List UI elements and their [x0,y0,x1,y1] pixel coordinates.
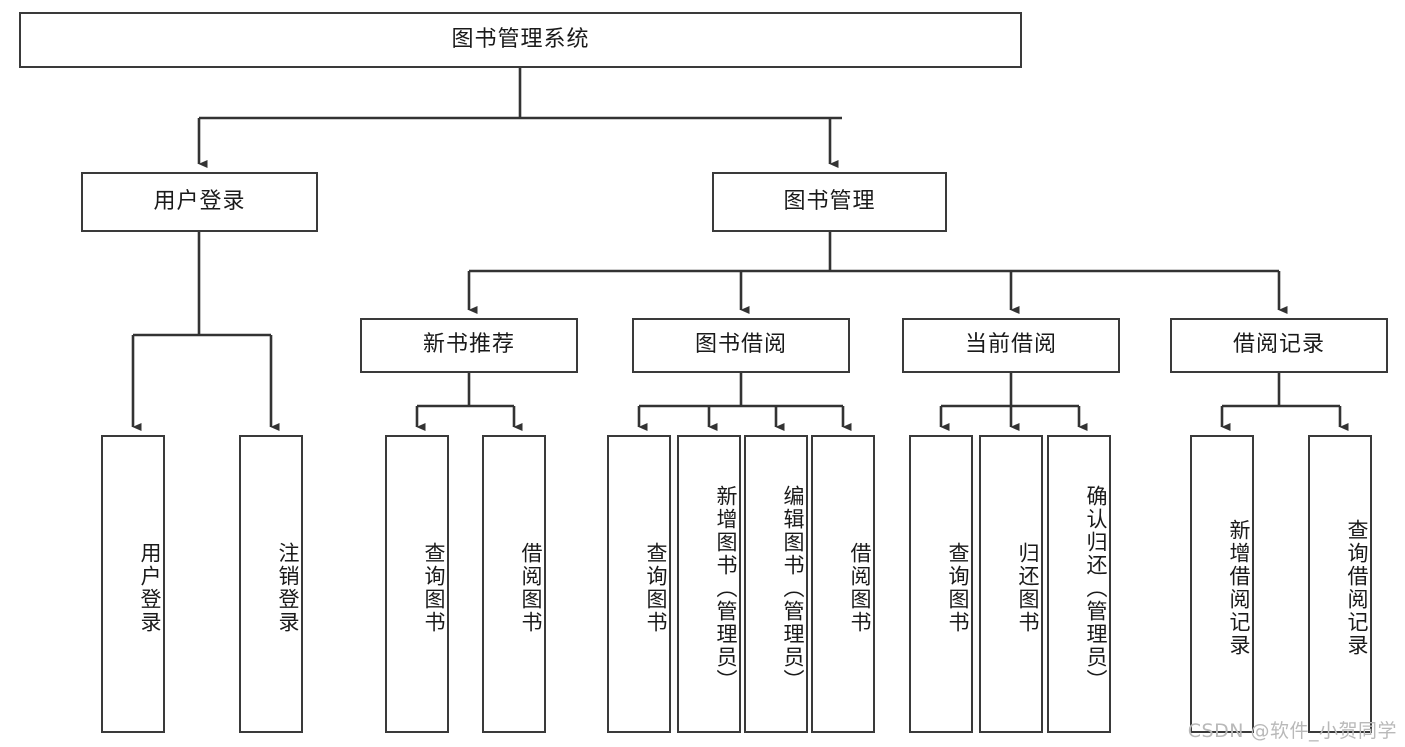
node-leaf-add-book-admin[interactable]: 新增图书（管理员） [677,435,741,733]
node-leaf-return-book[interactable]: 归还图书 [979,435,1043,733]
node-leaf-add-borrow-record[interactable]: 新增借阅记录 [1190,435,1254,733]
node-leaf-query-borrow-record[interactable]: 查询借阅记录 [1308,435,1372,733]
node-leaf-user-login[interactable]: 用户登录 [101,435,165,733]
node-leaf-query-book-current[interactable]: 查询图书 [909,435,973,733]
node-leaf-borrow-book[interactable]: 借阅图书 [811,435,875,733]
node-label: 借阅图书 [519,542,543,634]
node-book-management[interactable]: 图书管理 [712,172,947,232]
node-label: 查询图书 [422,542,446,634]
node-label: 借阅记录 [1232,332,1325,358]
node-leaf-edit-book-admin[interactable]: 编辑图书（管理员） [744,435,808,733]
node-label: 查询图书 [946,542,970,634]
node-label: 借阅图书 [848,542,872,634]
node-label: 注销登录 [276,542,300,634]
node-label: 当前借阅 [964,332,1057,358]
node-label: 新增借阅记录 [1227,519,1251,657]
node-root-system[interactable]: 图书管理系统 [19,12,1022,68]
node-leaf-borrow-book-recommend[interactable]: 借阅图书 [482,435,546,733]
node-label: 归还图书 [1016,542,1040,634]
node-book-borrow[interactable]: 图书借阅 [632,318,850,373]
node-label: 图书管理系统 [451,26,590,52]
node-label: 新书推荐 [422,332,515,358]
node-leaf-logout[interactable]: 注销登录 [239,435,303,733]
node-label: 图书管理 [783,188,876,214]
node-user-login[interactable]: 用户登录 [81,172,318,232]
node-new-book-recommend[interactable]: 新书推荐 [360,318,578,373]
node-leaf-query-book-recommend[interactable]: 查询图书 [385,435,449,733]
node-label: 图书借阅 [694,332,787,358]
node-label: 查询借阅记录 [1345,519,1369,657]
node-borrow-record[interactable]: 借阅记录 [1170,318,1388,373]
node-label: 新增图书（管理员） [714,484,738,692]
node-current-borrow[interactable]: 当前借阅 [902,318,1120,373]
node-leaf-query-book-borrow[interactable]: 查询图书 [607,435,671,733]
node-leaf-confirm-return-admin[interactable]: 确认归还（管理员） [1047,435,1111,733]
node-label: 用户登录 [153,188,246,214]
node-label: 编辑图书（管理员） [781,484,805,692]
node-label: 查询图书 [644,542,668,634]
node-label: 用户登录 [138,542,162,634]
node-label: 确认归还（管理员） [1084,484,1108,692]
